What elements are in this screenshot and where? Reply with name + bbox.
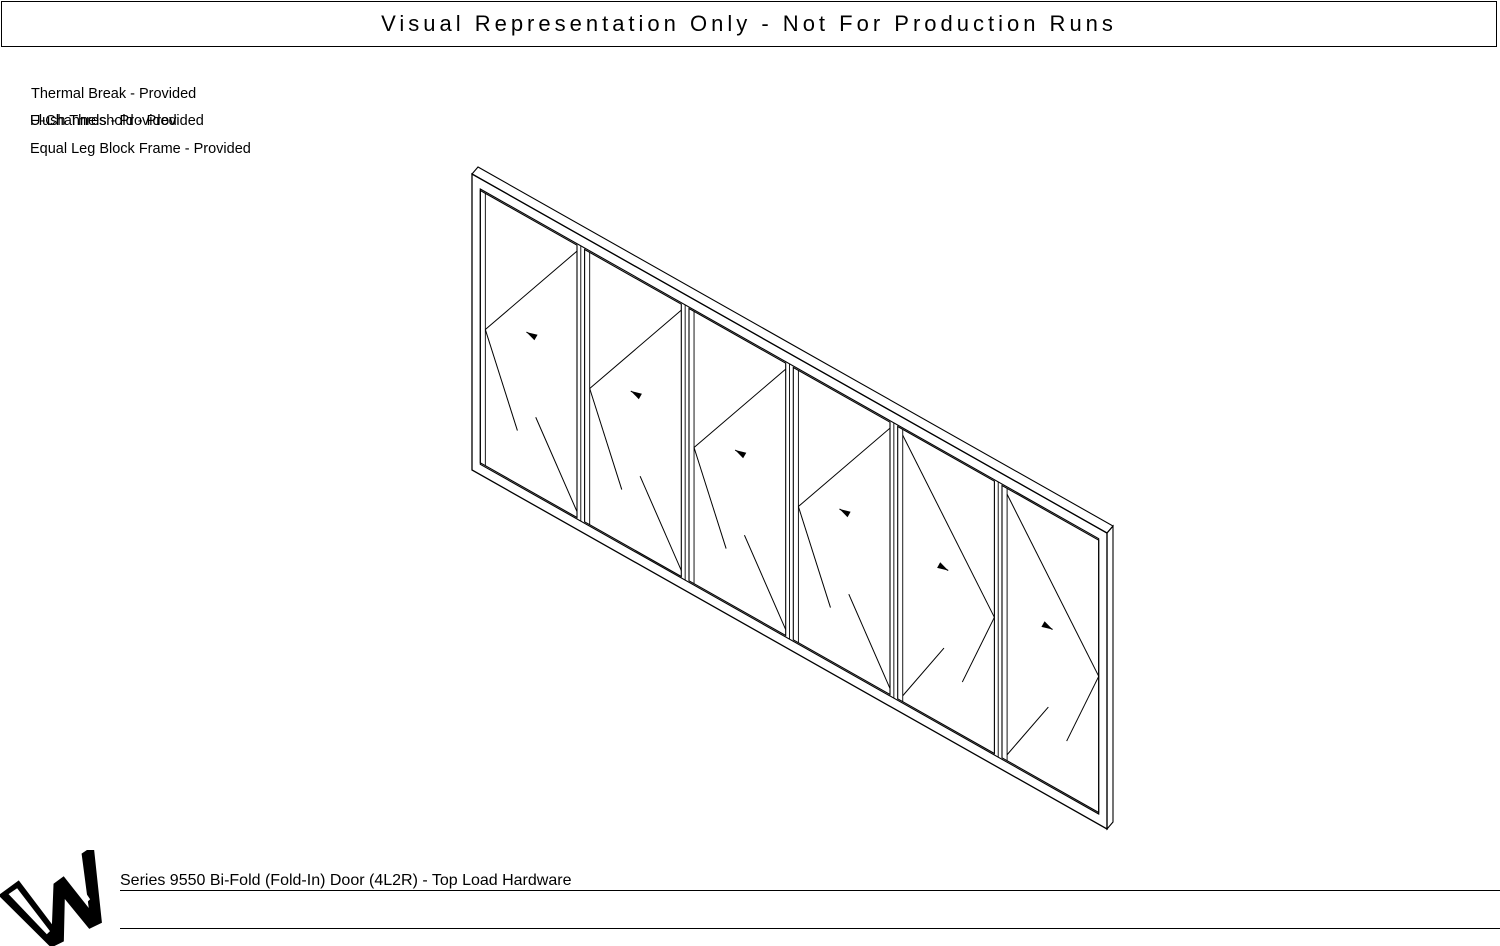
note-thermal-break: Thermal Break - Provided (31, 86, 197, 102)
door-panel (479, 189, 582, 522)
direction-arrow-head (839, 509, 851, 518)
swing-line (848, 594, 891, 689)
swing-line (693, 447, 727, 549)
swing-line (589, 388, 623, 490)
frame-top-depth (471, 166, 1114, 534)
swing-line (1006, 494, 1100, 677)
swing-line (639, 476, 682, 571)
swing-line (1066, 676, 1100, 742)
swing-line (797, 506, 831, 608)
title-rule-bottom (120, 928, 1500, 929)
direction-arrow-head (735, 450, 747, 459)
door-panel (897, 425, 999, 758)
door-panel (792, 366, 895, 699)
panel-outline (792, 366, 891, 696)
swing-line (484, 329, 518, 431)
swing-line (485, 250, 578, 330)
direction-arrow-head (1041, 621, 1053, 630)
swing-line (535, 417, 578, 512)
panel-outline (479, 189, 578, 519)
door-panels (479, 189, 1100, 814)
door-frame (471, 166, 1114, 831)
banner: Visual Representation Only - Not For Pro… (1, 1, 1497, 47)
swing-line (961, 617, 995, 683)
direction-arrow-head (630, 391, 642, 400)
swing-line (589, 309, 682, 389)
door-panel (584, 248, 686, 581)
banner-text: Visual Representation Only - Not For Pro… (381, 11, 1117, 36)
swing-line (1006, 706, 1049, 756)
swing-line (743, 535, 787, 630)
swing-line (693, 368, 787, 448)
title-rule-top (120, 890, 1500, 891)
panel-outline (584, 248, 682, 578)
direction-arrow-head (526, 332, 538, 341)
door-panel (1001, 484, 1100, 814)
door-panel (688, 307, 790, 640)
note-flush-threshold: Flush Threshold - Provided (30, 113, 204, 129)
direction-arrow-head (937, 562, 949, 571)
w-logo (0, 850, 102, 946)
drawing-title: Series 9550 Bi-Fold (Fold-In) Door (4L2R… (120, 872, 572, 889)
panel-outline (688, 307, 787, 637)
frame-right-depth (1106, 524, 1114, 831)
note-equal-leg-frame: Equal Leg Block Frame - Provided (30, 141, 251, 157)
note-u-channels: U-Channels - Provided (30, 113, 177, 129)
swing-line (902, 435, 995, 618)
swing-line (902, 647, 945, 697)
swing-line (798, 427, 891, 507)
panel-outline (897, 425, 995, 755)
panel-outline (1001, 484, 1100, 814)
